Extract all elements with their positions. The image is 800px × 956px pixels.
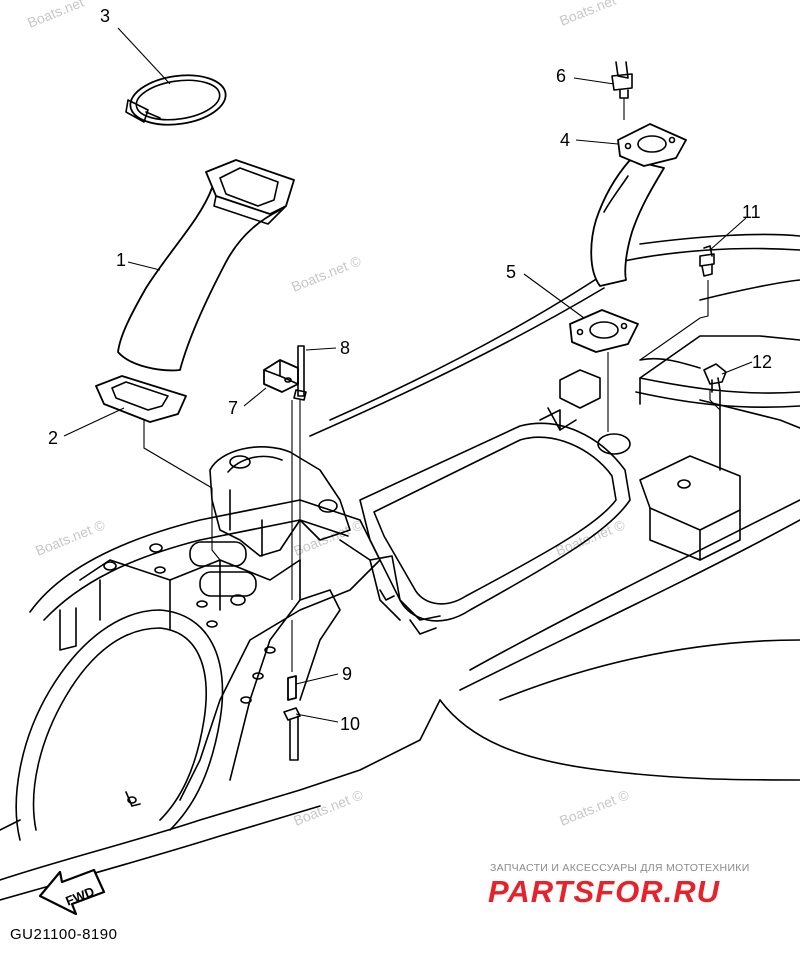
callout-10: 10 bbox=[340, 714, 360, 734]
branding-logo: PARTSFOR.RU bbox=[488, 874, 721, 909]
diagram-code: GU21100-8190 bbox=[10, 926, 118, 943]
part-6-pin bbox=[611, 61, 633, 99]
callout-leaders bbox=[63, 27, 753, 723]
callout-9: 9 bbox=[342, 664, 352, 684]
callouts: 3 1 2 4 5 6 7 8 9 10 11 12 bbox=[48, 6, 772, 734]
callout-6: 6 bbox=[556, 66, 566, 86]
callout-1: 1 bbox=[116, 250, 126, 270]
callout-4: 4 bbox=[560, 130, 570, 150]
part-9-sleeve bbox=[287, 675, 297, 701]
callout-2: 2 bbox=[48, 428, 58, 448]
watermark: Boats.net bbox=[25, 0, 86, 31]
watermark: Boats.net bbox=[557, 0, 618, 29]
part-7-bracket bbox=[263, 359, 299, 393]
part-5-gasket bbox=[569, 309, 639, 353]
callout-5: 5 bbox=[506, 262, 516, 282]
part-11-screw bbox=[699, 245, 715, 277]
watermark: Boats.net © bbox=[33, 516, 108, 559]
callout-8: 8 bbox=[340, 338, 350, 358]
hull-frame bbox=[0, 446, 441, 901]
callout-11: 11 bbox=[742, 202, 761, 222]
part-1-duct bbox=[117, 159, 295, 372]
part-12-clip bbox=[703, 363, 727, 393]
part-4-elbow bbox=[590, 123, 687, 287]
watermarks: Boats.net Boats.net Boats.net © Boats.ne… bbox=[25, 0, 632, 829]
part-2-gasket bbox=[95, 375, 187, 423]
hull-outline bbox=[309, 233, 800, 781]
part-3-band-clamp bbox=[125, 74, 227, 126]
watermark: Boats.net © bbox=[291, 786, 366, 829]
part-8-rod bbox=[293, 345, 307, 401]
callout-3: 3 bbox=[100, 6, 110, 26]
watermark: Boats.net © bbox=[557, 786, 632, 829]
part-10-tube bbox=[283, 707, 301, 761]
assembly-lines bbox=[143, 98, 721, 672]
fwd-arrow: FWD bbox=[38, 868, 106, 916]
callout-12: 12 bbox=[752, 352, 772, 372]
branding-subtitle: ЗАПЧАСТИ И АКСЕССУАРЫ ДЛЯ МОТОТЕХНИКИ bbox=[490, 862, 750, 874]
callout-7: 7 bbox=[228, 398, 238, 418]
watermark: Boats.net © bbox=[289, 252, 364, 295]
deck-hole bbox=[597, 433, 631, 455]
